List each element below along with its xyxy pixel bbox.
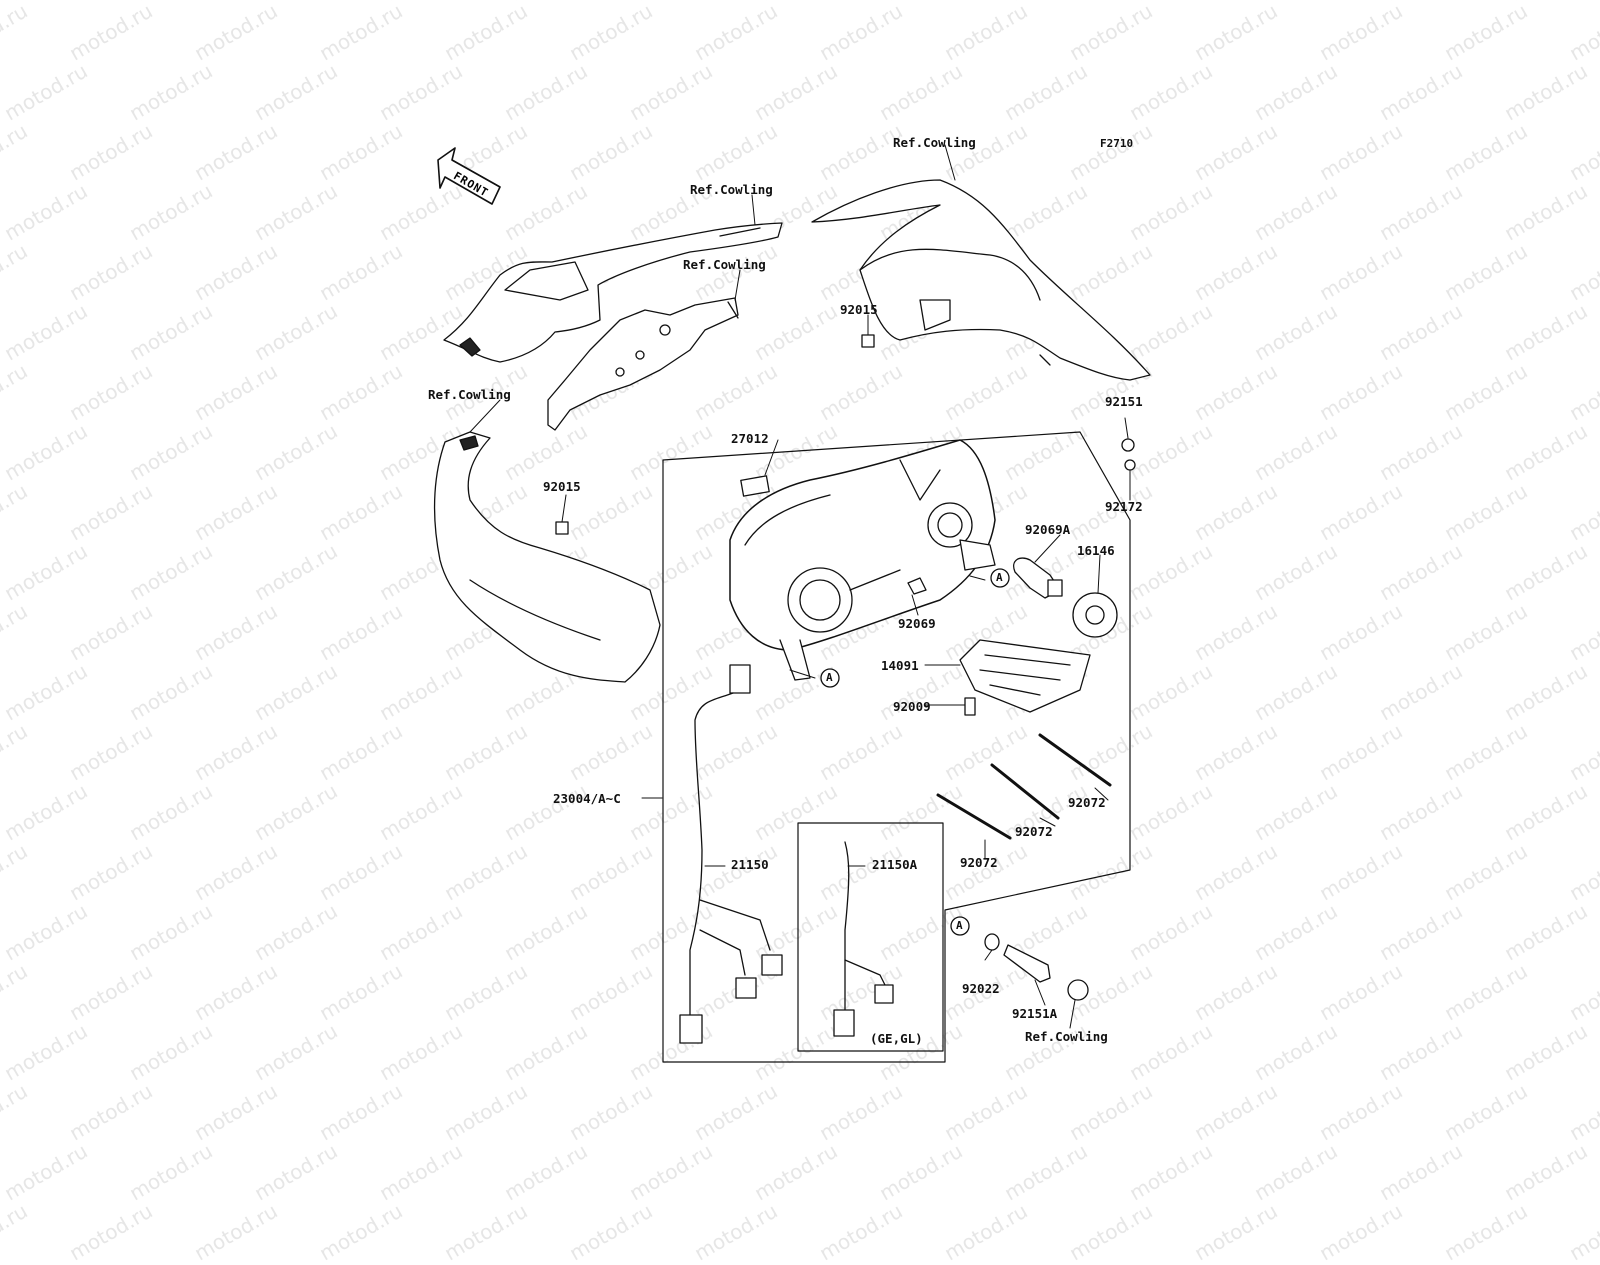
nut-92015-upper (861, 334, 875, 348)
callout-ref-cowling-left-lower[interactable]: Ref.Cowling (428, 387, 511, 402)
watermark-text: motod.ru (1315, 1198, 1407, 1265)
callout-ref-cowling-bottom[interactable]: Ref.Cowling (1025, 1029, 1108, 1044)
reference-marker-a-2 (820, 668, 840, 688)
callout-part-92015-lower[interactable]: 92015 (543, 479, 581, 494)
nut-92015-lower (555, 521, 569, 535)
callout-part-92022[interactable]: 92022 (962, 981, 1000, 996)
callout-part-92069A[interactable]: 92069A (1025, 522, 1071, 537)
grommet-92151A (1067, 979, 1089, 1001)
reference-marker-a-3 (950, 916, 970, 936)
watermark-text: motod.ru (1065, 1198, 1157, 1265)
headlight-bulb-92069A (1013, 557, 1063, 599)
callout-part-92072-b[interactable]: 92072 (1015, 824, 1053, 839)
lead-harness-23004 (679, 664, 783, 1044)
callout-part-92015-upper[interactable]: 92015 (840, 302, 878, 317)
inner-cowling-left (443, 222, 783, 363)
assembly-frame (662, 431, 1131, 1063)
front-direction-arrow (437, 147, 501, 205)
warning-label-27012 (740, 475, 770, 497)
callout-part-92151[interactable]: 92151 (1105, 394, 1143, 409)
watermark-text: motod.ru (315, 1198, 407, 1265)
washer-92022 (984, 933, 1000, 951)
watermark-text: motod.ru (940, 1198, 1032, 1265)
callout-part-14091[interactable]: 14091 (881, 658, 919, 673)
bulb-cap-16146 (1072, 592, 1118, 638)
reference-marker-a-2-label: A (826, 671, 833, 684)
callout-part-92172[interactable]: 92172 (1105, 499, 1143, 514)
watermark-text: motod.ru (440, 1198, 532, 1265)
bolt-92172 (1124, 459, 1136, 471)
cowling-stay (547, 297, 739, 431)
watermark-text: motod.ru (190, 1198, 282, 1265)
reference-marker-a-3-label: A (956, 919, 963, 932)
watermark-text: motod.ru (1190, 1198, 1282, 1265)
callout-part-21150[interactable]: 21150 (731, 857, 769, 872)
variant-frame (797, 822, 944, 1052)
watermark-text: motod.ru (65, 1198, 157, 1265)
watermark-text: motod.ru (0, 1198, 32, 1265)
band-clamps-92072 (936, 733, 1112, 840)
callout-part-92151A[interactable]: 92151A (1012, 1006, 1058, 1021)
reference-marker-a-1 (990, 568, 1010, 588)
callout-part-92069[interactable]: 92069 (898, 616, 936, 631)
callout-part-16146[interactable]: 16146 (1077, 543, 1115, 558)
callout-ref-cowling-windscreen[interactable]: Ref.Cowling (893, 135, 976, 150)
watermark-text: motod.ru (565, 1198, 657, 1265)
watermark-text: motod.ru (1565, 1198, 1600, 1265)
callout-ref-cowling-bracket[interactable]: Ref.Cowling (683, 257, 766, 272)
cover-14091 (959, 639, 1091, 713)
diagram-code: F2710 (1100, 137, 1134, 150)
callout-part-92009[interactable]: 92009 (893, 699, 931, 714)
watermark-text: motod.ru (1440, 1198, 1532, 1265)
variant-label: (GE,GL) (870, 1031, 923, 1046)
callout-part-23004[interactable]: 23004/A~C (553, 791, 621, 806)
screw-92009 (964, 697, 976, 716)
leader-lines (469, 144, 1131, 1029)
callout-part-92072-a[interactable]: 92072 (1068, 795, 1106, 810)
position-bulb-92069 (907, 577, 927, 595)
callout-part-21150A[interactable]: 21150A (872, 857, 918, 872)
lower-cowling-left (433, 431, 661, 683)
callout-ref-cowling-left-inner[interactable]: Ref.Cowling (690, 182, 773, 197)
watermark-text: motod.ru (815, 1198, 907, 1265)
headlight-exploded-view (433, 144, 1151, 1063)
headlight-unit (729, 439, 996, 681)
callout-part-92072-c[interactable]: 92072 (960, 855, 998, 870)
bolt-92151 (1121, 438, 1135, 452)
windscreen (811, 179, 1151, 381)
bolt-92151A (1003, 944, 1051, 983)
watermark-text: motod.ru (690, 1198, 782, 1265)
sub-harness-21150A (833, 841, 894, 1037)
reference-marker-a-1-label: A (996, 571, 1003, 584)
callout-part-27012[interactable]: 27012 (731, 431, 769, 446)
